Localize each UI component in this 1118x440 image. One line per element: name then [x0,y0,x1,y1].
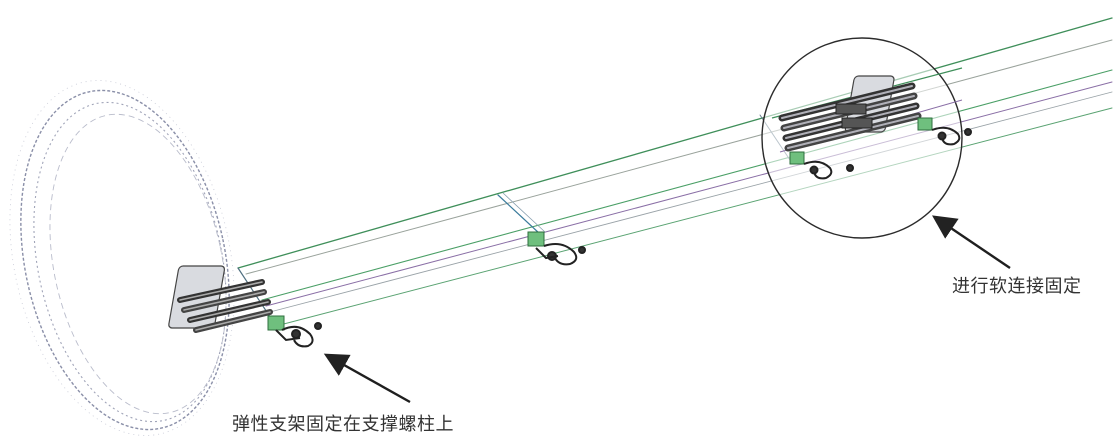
annotation-arrows [323,215,1011,404]
front-support-bracket [267,315,322,348]
middle-support-bracket [527,231,586,266]
detail-bracket-right [917,117,972,146]
detail-bracket-left [789,151,854,180]
annotation-soft-connection: 进行软连接固定 [952,276,1082,297]
arrow-top [932,215,1011,269]
detail-magnifier [761,37,972,239]
cable-bundle-detail [778,75,922,152]
arrow-bottom [323,353,411,404]
cable-tray [237,17,1113,327]
tower-flange-ring [9,80,235,436]
cable-bundle-front [168,265,273,333]
annotation-elastic-bracket: 弹性支架固定在支撑螺柱上 [232,414,454,435]
